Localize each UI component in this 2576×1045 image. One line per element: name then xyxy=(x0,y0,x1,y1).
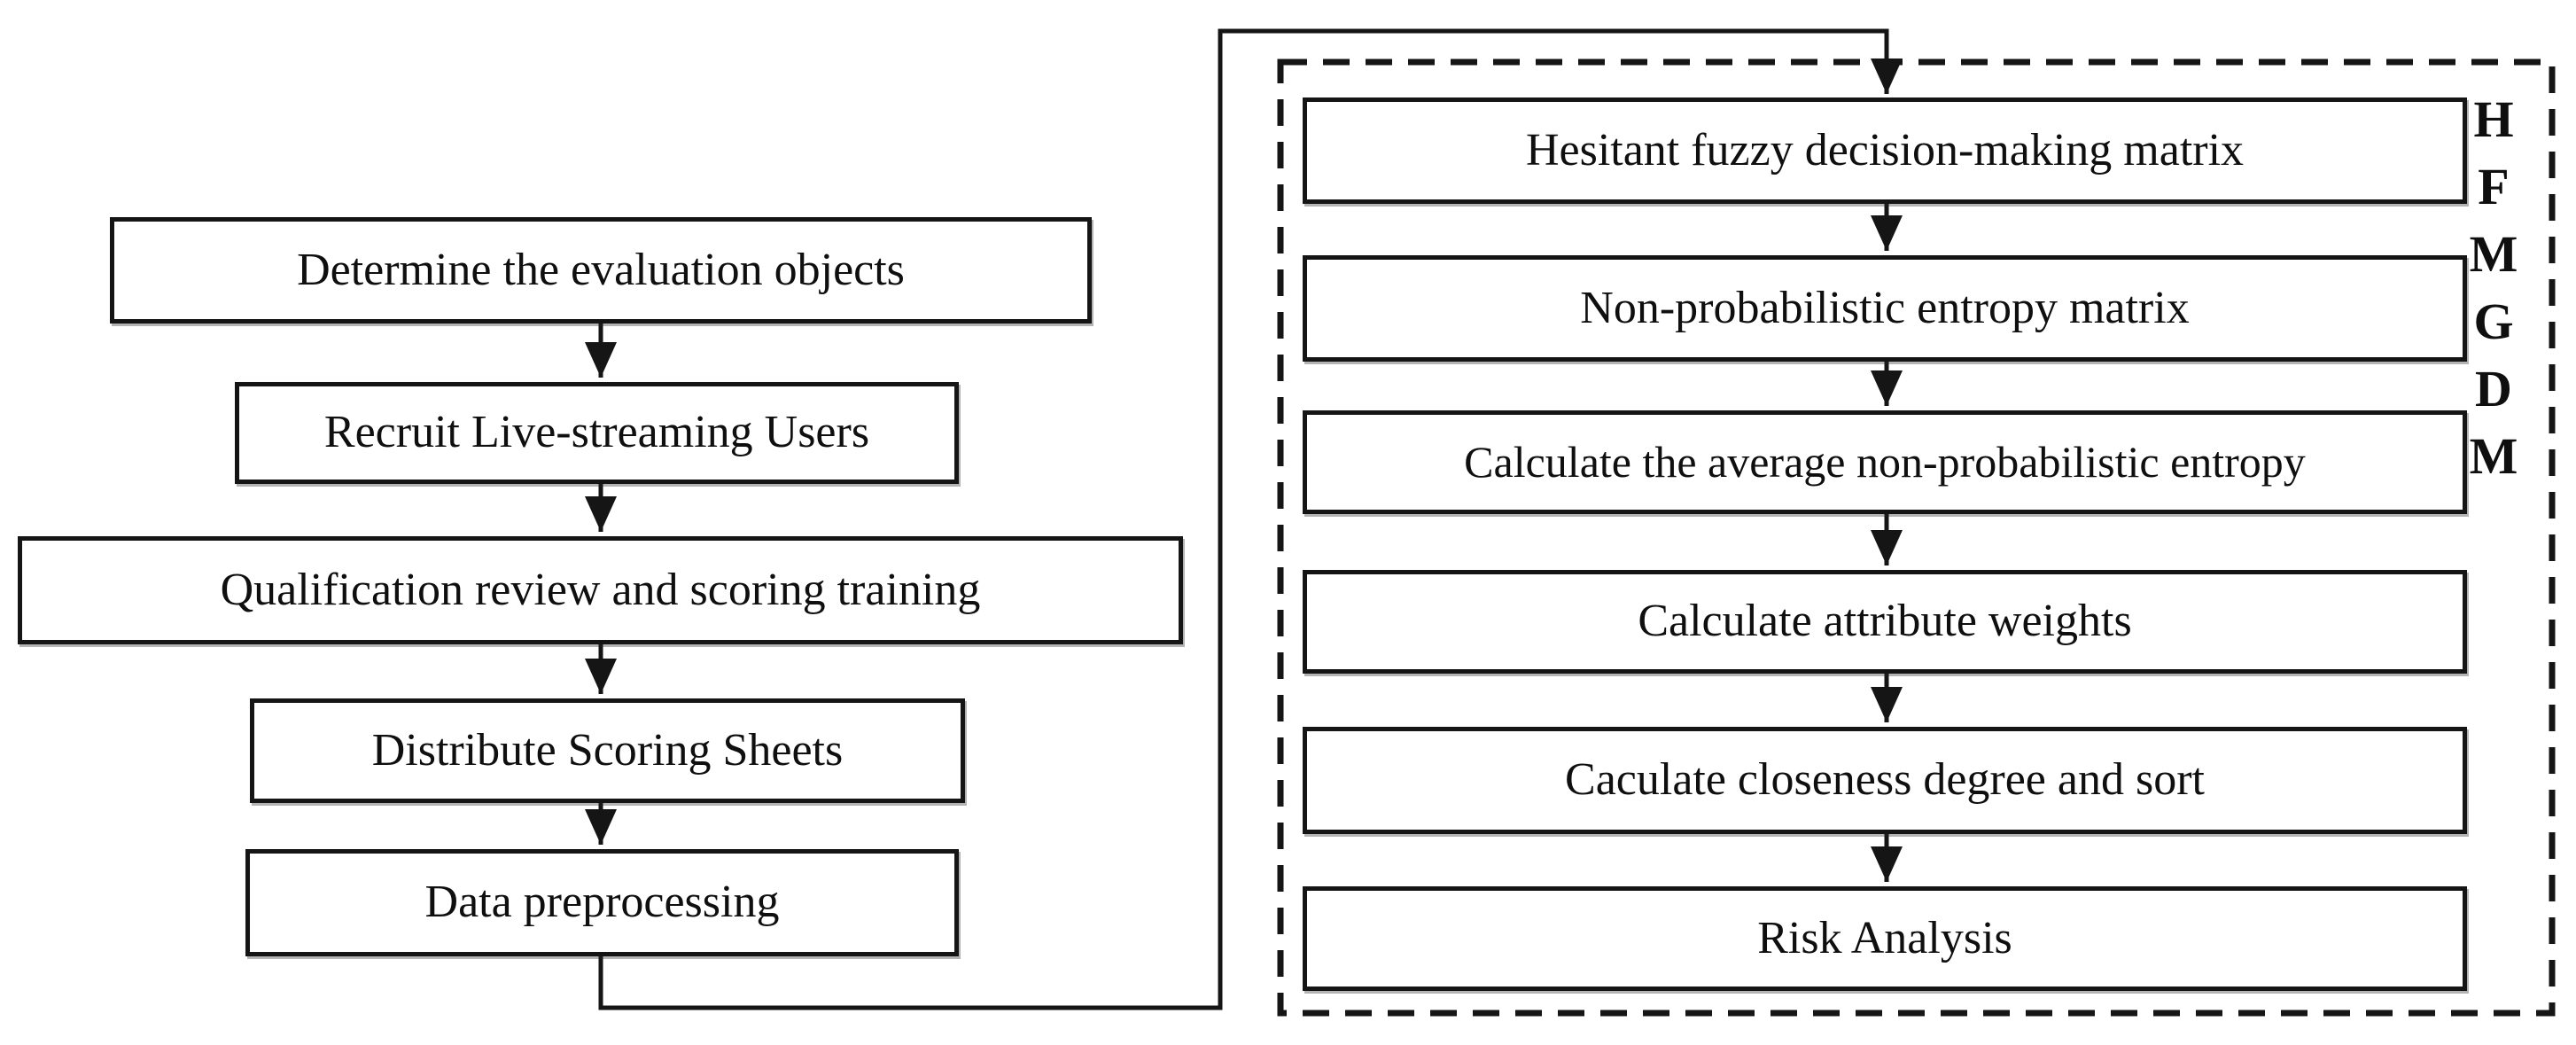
flow-box-risk-analysis: Risk Analysis xyxy=(1303,886,2467,991)
flow-box-label: Calculate attribute weights xyxy=(1638,596,2132,647)
hfmgdm-vertical-label: H F M G D M xyxy=(2465,85,2522,489)
flow-box-calculate-attribute-weights: Calculate attribute weights xyxy=(1303,570,2467,674)
flow-box-data-preprocessing: Data preprocessing xyxy=(245,849,959,956)
flow-box-calculate-closeness-degree-and-sort: Caculate closeness degree and sort xyxy=(1303,727,2467,834)
flow-box-label: Calculate the average non-probabilistic … xyxy=(1464,437,2306,487)
side-letter: F xyxy=(2478,157,2510,215)
flow-box-label: Distribute Scoring Sheets xyxy=(371,724,844,776)
flow-box-label: Recruit Live-streaming Users xyxy=(323,407,870,458)
flow-box-label: Data preprocessing xyxy=(424,877,780,928)
flow-box-qualification-review-scoring-training: Qualification review and scoring trainin… xyxy=(18,536,1183,644)
side-letter: M xyxy=(2469,426,2518,485)
flow-box-determine-evaluation-objects: Determine the evaluation objects xyxy=(110,217,1092,324)
flow-box-label: Determine the evaluation objects xyxy=(297,244,905,295)
side-letter: M xyxy=(2469,224,2518,283)
side-letter: D xyxy=(2475,359,2512,417)
side-letter: G xyxy=(2473,292,2514,350)
side-letter: H xyxy=(2473,90,2514,148)
flow-box-calculate-average-non-probabilistic-entropy: Calculate the average non-probabilistic … xyxy=(1303,410,2467,514)
flow-box-label: Hesitant fuzzy decision-making matrix xyxy=(1525,124,2245,175)
flow-box-label: Risk Analysis xyxy=(1757,912,2012,963)
flow-box-label: Qualification review and scoring trainin… xyxy=(220,564,981,615)
flow-box-distribute-scoring-sheets: Distribute Scoring Sheets xyxy=(250,698,965,803)
dashed-group-border xyxy=(1277,58,2556,1017)
flow-box-hesitant-fuzzy-decision-making-matrix: Hesitant fuzzy decision-making matrix xyxy=(1303,97,2467,204)
flow-box-non-probabilistic-entropy-matrix: Non-probabilistic entropy matrix xyxy=(1303,255,2467,362)
flow-box-label: Caculate closeness degree and sort xyxy=(1565,754,2205,806)
flow-box-label: Non-probabilistic entropy matrix xyxy=(1580,282,2190,333)
connector-data-preprocessing-to-hesitant-matrix xyxy=(598,28,1903,1010)
flow-box-recruit-live-streaming-users: Recruit Live-streaming Users xyxy=(235,382,959,484)
